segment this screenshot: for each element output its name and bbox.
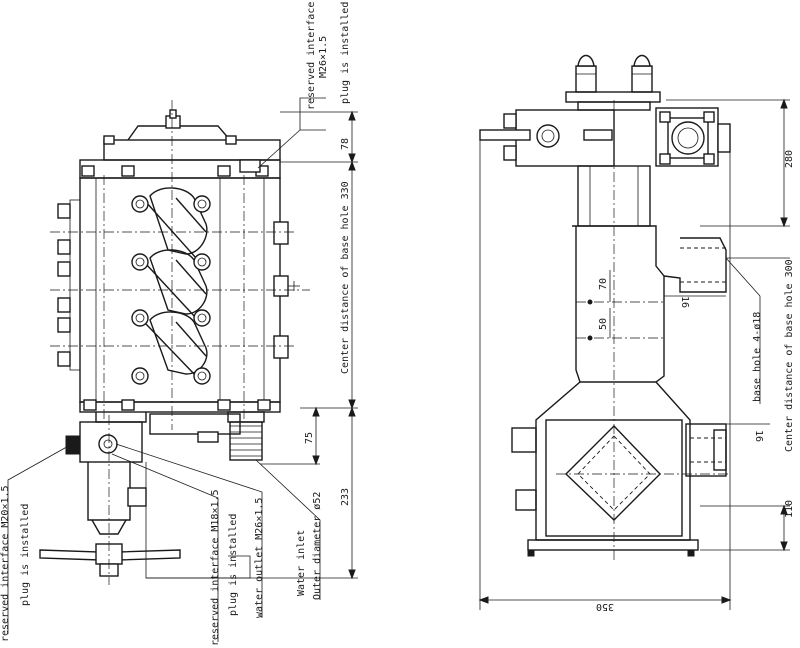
reserved-plug-m20 (65, 435, 81, 455)
top-cover-plate (103, 139, 281, 161)
dim-75: 75 (304, 432, 315, 444)
dim-16b: 16 (753, 430, 764, 442)
label-reserved-m26-1: reserved interface (306, 2, 317, 110)
side-boss (663, 237, 727, 293)
dim-280: 280 (784, 150, 795, 168)
left-leaders (7, 97, 326, 642)
dim-16a: 16 (679, 296, 690, 308)
face-bolt-circles (131, 195, 211, 385)
label-center-300: Center distance of base hole 300 (784, 259, 795, 452)
label-reserved-m20: reserved interface M20×1.5 (0, 485, 11, 642)
label-base-hole: base hole 4-ø18 (752, 312, 763, 402)
valve-cylinders (145, 187, 208, 377)
crank-window (564, 424, 661, 521)
label-reserved-m26-3: plug is installed (340, 2, 351, 104)
label-outer-diameter: Outer diameter ø52 (312, 492, 323, 600)
label-m20-plug: plug is installed (20, 504, 31, 606)
right-view-pump-side (478, 54, 790, 610)
dim-233: 233 (340, 488, 351, 506)
lower-bolts (83, 399, 271, 411)
right-dim-lines (478, 98, 790, 610)
label-m18-plug: plug is installed (228, 514, 239, 616)
top-studs (575, 54, 653, 93)
label-reserved-m18: reserved interface M18×1.5 (210, 489, 221, 646)
dim-50: 50 (598, 318, 609, 330)
valve-lever (479, 129, 531, 141)
label-water-inlet: Water inlet (296, 530, 307, 596)
left-dim-vertical (146, 110, 358, 580)
right-side-bolts (273, 221, 300, 359)
label-reserved-m26-2: M26×1.5 (318, 36, 329, 78)
column-lower (572, 225, 665, 383)
handwheel (39, 415, 181, 585)
reserved-plug-m18 (127, 487, 147, 507)
dim-350: 350 (596, 601, 614, 612)
upper-bolts (81, 159, 269, 177)
label-water-outlet: water outlet M26×1.5 (254, 498, 265, 618)
crank-housing (535, 381, 691, 541)
water-inlet-bellows (149, 411, 265, 461)
reserved-plug-m26 (239, 159, 261, 173)
dim-110: 110 (784, 500, 795, 518)
left-view-pump-front (7, 97, 358, 642)
label-center-330: Center distance of base hole 330 (340, 181, 351, 374)
left-side-bolts (57, 199, 81, 371)
base-plate (527, 539, 699, 551)
dim-78: 78 (340, 138, 351, 150)
dim-70: 70 (598, 278, 609, 290)
